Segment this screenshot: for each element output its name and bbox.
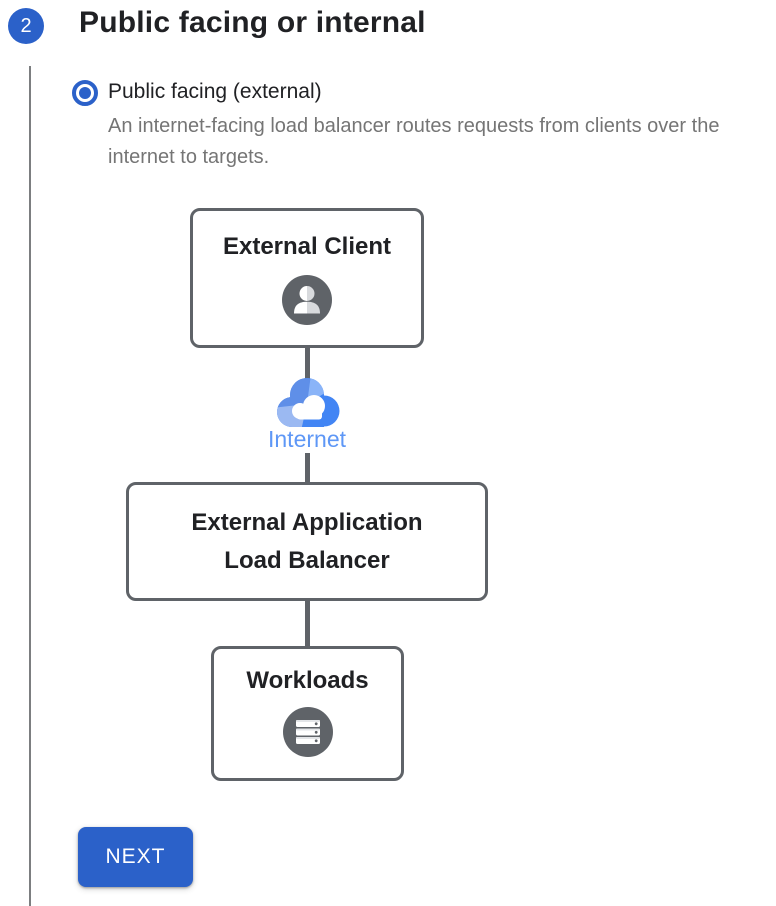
connector-internet-loadbalancer [305,453,310,483]
connector-loadbalancer-workloads [305,599,310,647]
diagram-node-load-balancer: External Application Load Balancer [126,482,488,601]
option-description: An internet-facing load balancer routes … [108,115,720,168]
option-label-public-facing[interactable]: Public facing (external) [108,80,322,103]
person-icon [282,275,332,330]
node-title-external-client: External Client [222,233,392,260]
diagram-node-workloads: Workloads [211,646,404,781]
connector-client-internet [305,346,310,386]
internet-label: Internet [268,426,346,452]
node-title-workloads: Workloads [246,667,369,694]
stacked-servers-icon [282,707,333,762]
step-number-badge: 2 [8,8,44,44]
diagram-node-external-client: External Client [190,208,424,348]
step-rail-divider [29,66,31,906]
radio-selected-dot [79,87,91,99]
node-title-load-balancer: External Application Load Balancer [191,508,423,574]
step-title: Public facing or internal [79,6,426,39]
step-number: 2 [20,14,32,37]
radio-public-facing[interactable] [72,80,98,106]
next-button[interactable]: NEXT [78,827,193,887]
google-cloud-icon [271,374,343,436]
